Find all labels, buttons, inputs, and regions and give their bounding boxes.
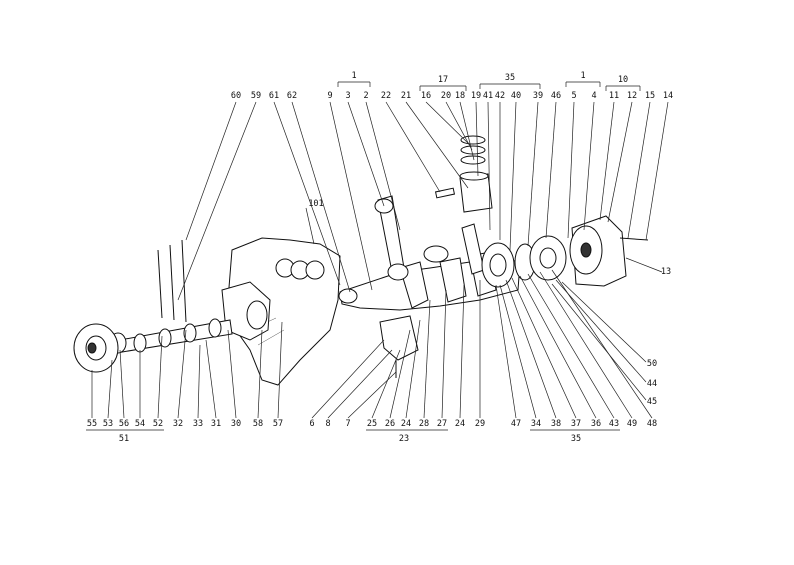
piston-pin (434, 187, 456, 199)
callout-bottom: 38 (551, 419, 561, 429)
callout-top: 39 (533, 91, 543, 101)
callout-top: 9 (327, 91, 332, 101)
callout-top: 4 (591, 91, 596, 101)
cover-hole (246, 300, 268, 330)
callout-bottom: 32 (173, 419, 183, 429)
callout-bottom: 55 (87, 419, 97, 429)
crank-web (439, 257, 467, 303)
callout-top: 3 (345, 91, 350, 101)
callout-bottom: 37 (571, 419, 581, 429)
main-bearing (423, 245, 449, 263)
flywheel-bolt (619, 237, 649, 241)
pushrod (157, 249, 163, 319)
callout-side: 13 (661, 267, 671, 277)
callout-top: 22 (381, 91, 391, 101)
cam-lobe (158, 328, 172, 348)
callout-top: 41 (483, 91, 493, 101)
callout-top: 18 (455, 91, 465, 101)
callout-side: 44 (647, 379, 657, 389)
callout-bottom: 8 (325, 419, 330, 429)
lower-bracket (379, 315, 419, 361)
callout-bottom: 31 (211, 419, 221, 429)
cam-lobe (208, 318, 222, 338)
callout-bottom: 48 (647, 419, 657, 429)
callout-top: 59 (251, 91, 261, 101)
callout-bottom: 24 (455, 419, 465, 429)
callout-top: 2 (363, 91, 368, 101)
callout-bottom: 36 (591, 419, 601, 429)
callout-group-bottom: 51 (119, 434, 129, 444)
callout-top: 19 (471, 91, 481, 101)
callout-bottom: 7 (345, 419, 350, 429)
callout-top: 42 (495, 91, 505, 101)
callout-bottom: 33 (193, 419, 203, 429)
flywheel-bore (580, 242, 592, 258)
callout-bottom: 54 (135, 419, 145, 429)
callout-top: 61 (269, 91, 279, 101)
callout-top: 14 (663, 91, 673, 101)
callout-bottom: 58 (253, 419, 263, 429)
callout-top: 40 (511, 91, 521, 101)
callout-bottom: 29 (475, 419, 485, 429)
leader-lines (91, 101, 669, 419)
callout-top: 62 (287, 91, 297, 101)
callout-top: 21 (401, 91, 411, 101)
piston-ring (460, 145, 486, 155)
callout-group: 17 (438, 75, 448, 85)
callout-bottom: 24 (401, 419, 411, 429)
callout-bottom: 47 (511, 419, 521, 429)
callout-bottom: 52 (153, 419, 163, 429)
callout-bottom: 43 (609, 419, 619, 429)
callout-top: 12 (627, 91, 637, 101)
exploded-view-drawing (73, 135, 649, 386)
callout-group: 1 (580, 71, 585, 81)
callout-top: 46 (551, 91, 561, 101)
pushrod (169, 244, 175, 321)
callout-side: 101 (308, 199, 323, 209)
crank-nose (338, 288, 358, 304)
callout-bottom: 53 (103, 419, 113, 429)
callout-side: 50 (647, 359, 657, 369)
callout-top: 11 (609, 91, 619, 101)
callout-bottom: 28 (419, 419, 429, 429)
callout-bottom: 30 (231, 419, 241, 429)
callout-top: 5 (571, 91, 576, 101)
callout-top: 60 (231, 91, 241, 101)
callout-bottom: 26 (385, 419, 395, 429)
cam-lobe (133, 333, 147, 353)
piston-crown (459, 171, 489, 181)
callout-bottom: 57 (273, 419, 283, 429)
callout-bottom: 56 (119, 419, 129, 429)
callout-brackets (86, 81, 641, 431)
callout-side: 45 (647, 397, 657, 407)
callout-top: 20 (441, 91, 451, 101)
flange-hub (539, 247, 557, 269)
callout-group-bottom: 23 (399, 434, 409, 444)
callout-group: 10 (618, 75, 628, 85)
callout-group: 35 (505, 73, 515, 83)
callout-bottom: 27 (437, 419, 447, 429)
callout-bottom: 6 (309, 419, 314, 429)
block-bore (305, 260, 325, 280)
callout-top: 15 (645, 91, 655, 101)
callout-top: 16 (421, 91, 431, 101)
pushrod (181, 239, 187, 323)
callout-bottom: 25 (367, 419, 377, 429)
cam-lobe (183, 323, 197, 343)
timing-gear-bore (87, 342, 97, 354)
callout-group-bottom: 35 (571, 434, 581, 444)
rod-big-end (387, 263, 409, 281)
callout-group: 1 (351, 71, 356, 81)
bearing-bore (489, 253, 507, 277)
callout-bottom: 34 (531, 419, 541, 429)
callout-bottom: 49 (627, 419, 637, 429)
